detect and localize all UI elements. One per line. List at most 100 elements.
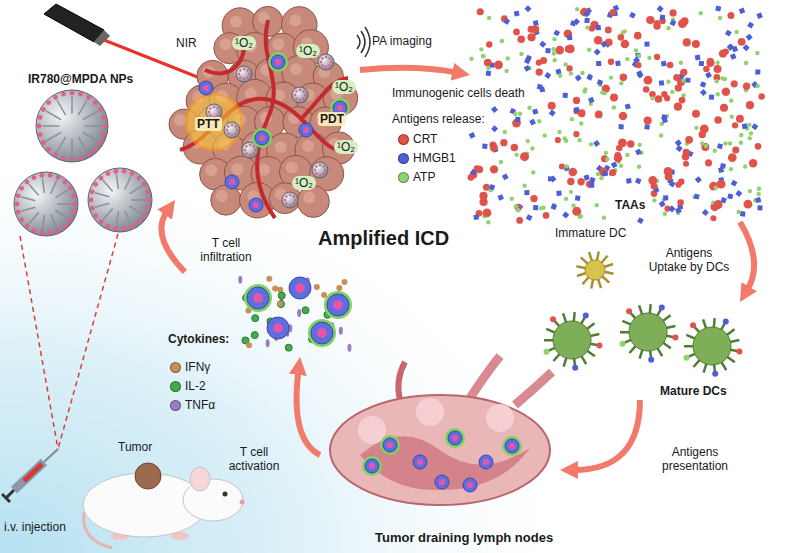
surface-dye xyxy=(98,107,103,112)
crt-particle xyxy=(685,136,693,144)
surface-dye xyxy=(61,92,66,97)
hmgb1-particle xyxy=(635,178,642,185)
node-label: Cytokines: xyxy=(168,332,229,346)
tumor-cell-highlight xyxy=(219,38,231,50)
laser-body xyxy=(44,4,104,42)
atp-particle xyxy=(748,136,752,140)
surface-dye xyxy=(245,145,247,147)
atp-particle xyxy=(596,172,600,176)
surface-dye xyxy=(231,134,233,136)
surface-dye xyxy=(15,202,20,207)
t-cell xyxy=(505,439,519,453)
t-cell-core xyxy=(295,283,305,293)
tumor-cell xyxy=(211,185,241,215)
crt-particle xyxy=(654,54,660,60)
atp-particle xyxy=(552,37,556,41)
surface-dye xyxy=(145,206,150,211)
hmgb1-particle xyxy=(514,11,520,17)
presented-antigen xyxy=(684,355,690,361)
tumor-region: PTTPDT xyxy=(175,12,360,230)
pa-waves xyxy=(357,27,370,57)
surface-dye xyxy=(147,198,152,203)
surface-dye xyxy=(71,210,76,215)
t-cell-core xyxy=(275,59,281,65)
t-cell-ring xyxy=(252,128,272,148)
follicle xyxy=(486,404,514,432)
hmgb1-particle xyxy=(537,84,543,90)
presented-antigen xyxy=(583,313,589,319)
atp-particle xyxy=(575,7,579,11)
surface-dye xyxy=(38,132,43,137)
hmgb1-particle xyxy=(470,169,477,176)
crt-particle xyxy=(705,159,712,166)
tumor-cell-highlight xyxy=(205,164,217,176)
crt-particle xyxy=(608,59,614,65)
crt-particle xyxy=(479,192,487,200)
crt-particle xyxy=(494,60,503,69)
pore xyxy=(46,132,61,141)
crt-particle xyxy=(699,131,706,138)
hmgb1-particle xyxy=(635,149,642,156)
tnf-particle xyxy=(238,276,242,284)
hmgb1-particle xyxy=(575,74,582,81)
atp-particle xyxy=(747,123,751,127)
il2-particle xyxy=(277,301,284,308)
atp-particle xyxy=(663,212,667,216)
surface-dye xyxy=(243,78,245,80)
surface-dye xyxy=(234,125,236,127)
hmgb1-particle xyxy=(553,30,560,37)
crt-particle xyxy=(655,95,663,103)
t-cell-core xyxy=(509,443,515,449)
atp-particle xyxy=(713,149,717,153)
pore xyxy=(116,174,118,189)
pore xyxy=(103,208,113,219)
surface-dye xyxy=(78,155,83,160)
hmgb1-particle xyxy=(661,114,667,120)
crt-particle xyxy=(619,112,627,120)
hmgb1-particle xyxy=(700,81,707,88)
presented-antigen xyxy=(620,341,626,347)
surface-dye xyxy=(90,206,95,211)
crt-particle xyxy=(717,180,726,189)
hmgb1-particle xyxy=(526,214,533,221)
generated-art xyxy=(14,5,765,492)
pore xyxy=(125,210,131,223)
tnf-particle xyxy=(347,344,351,352)
crt-particle xyxy=(646,16,654,24)
hmgb1-particle xyxy=(524,190,529,195)
nanoparticle xyxy=(14,172,78,236)
atp-particle xyxy=(503,130,507,134)
atp-particle xyxy=(637,143,641,147)
hmgb1-particle xyxy=(524,5,531,12)
atp-particle xyxy=(600,90,604,94)
surface-dye xyxy=(284,199,286,201)
surface-dye xyxy=(19,186,24,191)
mouse-tumor xyxy=(135,463,161,489)
atp-particle xyxy=(736,210,740,214)
pore xyxy=(57,100,66,115)
surface-dye xyxy=(213,106,215,108)
il2-particle xyxy=(285,344,292,351)
surface-dye xyxy=(16,210,21,215)
crt-particle xyxy=(674,103,682,111)
crt-particle xyxy=(609,169,616,176)
crt-particle xyxy=(555,46,564,55)
atp-particle xyxy=(756,84,760,88)
tumor-cell-highlight xyxy=(286,162,298,174)
crt-particle xyxy=(577,178,584,185)
legend-swatch xyxy=(398,172,409,183)
hmgb1-particle xyxy=(491,125,498,132)
atp-particle xyxy=(564,164,568,168)
crt-particle xyxy=(572,207,581,216)
surface-dye xyxy=(292,195,294,197)
surface-dye xyxy=(53,152,58,157)
t-cell-core xyxy=(273,323,283,333)
atp-particle xyxy=(699,11,703,15)
pore xyxy=(42,215,44,230)
hmgb1-particle xyxy=(596,25,601,30)
atp-particle xyxy=(734,30,738,34)
t-cell-core xyxy=(467,482,473,488)
node-label: TAAs xyxy=(615,198,645,212)
atp-particle xyxy=(609,75,613,79)
